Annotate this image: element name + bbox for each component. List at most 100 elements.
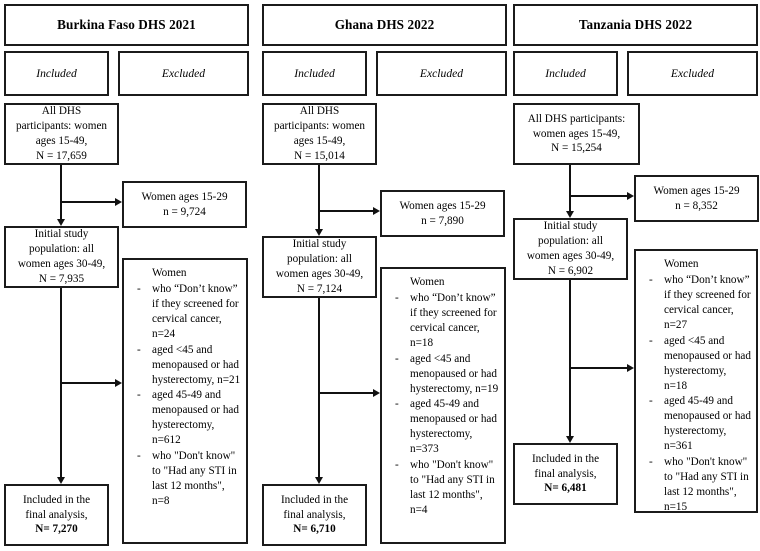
text-line: Initial study [292, 238, 347, 251]
arrow-down-to-final-ghana [314, 477, 323, 484]
arrow-right-to-young-ghana [373, 206, 380, 215]
arrow-right-to-young-burkina-faso [115, 197, 122, 206]
text-line: Included in the [531, 452, 600, 465]
text-line: Included in the [280, 493, 349, 506]
final-analysis-box-tanzania: Included in the final analysis, N= 6,481 [513, 443, 618, 505]
connector-vertical-top-ghana [318, 165, 320, 230]
all-participants-box-burkina-faso: All DHS participants: women ages 15-49, N =… [4, 103, 119, 165]
survey-title-box-ghana: Ghana DHS 2022 [262, 4, 507, 46]
excluded-label: Excluded [419, 66, 464, 80]
connector-vertical-bottom-burkina-faso [60, 288, 62, 478]
survey-title-text: Burkina Faso DHS 2021 [57, 17, 196, 33]
excluded-criteria-list: who “Don’t know” if they screened for ce… [388, 291, 499, 518]
included-label: Included [36, 66, 77, 80]
excluded-category-box-tanzania: Excluded [627, 51, 758, 96]
text-line: final analysis, [534, 467, 597, 480]
connector-horizontal-young-ghana [319, 210, 373, 212]
arrow-down-to-initial-burkina-faso [56, 219, 65, 226]
arrow-down-to-final-tanzania [565, 436, 574, 443]
excluded-criteria-item: who “Don’t know” if they screened for ce… [388, 291, 499, 351]
text-line: final analysis, [25, 508, 88, 521]
arrow-right-to-criteria-tanzania [627, 363, 634, 372]
final-analysis-n: N= 6,481 [544, 482, 587, 495]
arrow-down-to-initial-ghana [314, 229, 323, 236]
text-line: N = 17,659 [36, 149, 87, 162]
text-line: n = 9,724 [163, 205, 206, 218]
initial-population-box-burkina-faso: Initial study population: all women ages 3… [4, 226, 119, 288]
final-analysis-n: N= 6,710 [293, 523, 336, 536]
excluded-criteria-heading: Women [152, 267, 187, 279]
text-line: N = 7,935 [38, 272, 85, 285]
text-line: Women ages 15-29 [653, 184, 740, 197]
text-line: Women ages 15-29 [399, 199, 486, 212]
connector-vertical-bottom-tanzania [569, 280, 571, 437]
included-label: Included [294, 66, 335, 80]
included-category-box-burkina-faso: Included [4, 51, 109, 96]
excluded-criteria-item: who “Don’t know” if they screened for ce… [130, 282, 241, 342]
excluded-young-box-ghana: Women ages 15-29 n = 7,890 [380, 190, 505, 237]
text-line: Women ages 15-29 [141, 190, 228, 203]
final-analysis-n: N= 7,270 [35, 523, 78, 536]
text-line: ages 15-49, [35, 135, 88, 147]
text-line: final analysis, [283, 508, 346, 521]
arrow-down-to-initial-tanzania [565, 211, 574, 218]
text-line: N = 15,014 [294, 149, 345, 162]
final-analysis-content: Included in the final analysis, N= 6,710 [267, 493, 362, 537]
survey-title-box-tanzania: Tanzania DHS 2022 [513, 4, 758, 46]
connector-vertical-top-burkina-faso [60, 165, 62, 220]
excluded-category-box-burkina-faso: Excluded [118, 51, 249, 96]
all-participants-box-ghana: All DHS participants: women ages 15-49, N =… [262, 103, 377, 165]
final-analysis-box-ghana: Included in the final analysis, N= 6,710 [262, 484, 367, 546]
text-line: n = 7,890 [421, 214, 464, 227]
excluded-criteria-item: who “Don’t know” if they screened for ce… [642, 273, 751, 333]
final-analysis-content: Included in the final analysis, N= 7,270 [9, 493, 104, 537]
excluded-criteria-list: who “Don’t know” if they screened for ce… [642, 273, 751, 515]
excluded-criteria-item: aged 45-49 and menopaused or had hystere… [642, 394, 751, 454]
connector-vertical-bottom-ghana [318, 298, 320, 478]
excluded-criteria-box-tanzania: Women who “Don’t know” if they screened f… [634, 249, 758, 513]
text-line: Included in the [22, 493, 91, 506]
text-line: All DHS [41, 105, 82, 118]
survey-title-box-burkina-faso: Burkina Faso DHS 2021 [4, 4, 249, 46]
excluded-criteria-item: who "Don't know" to "Had any STI in last… [642, 455, 751, 515]
included-label: Included [545, 66, 586, 80]
excluded-criteria-item: aged <45 and menopaused or had hysterect… [388, 352, 499, 397]
text-line: participants: women [273, 120, 366, 133]
text-line: women ages 30-49, [275, 268, 364, 280]
text-line: ages 15-49, [293, 135, 346, 147]
excluded-label: Excluded [161, 66, 206, 80]
excluded-criteria-list: who “Don’t know” if they screened for ce… [130, 282, 241, 509]
arrow-right-to-criteria-ghana [373, 388, 380, 397]
connector-horizontal-young-burkina-faso [61, 201, 115, 203]
text-line: N = 15,254 [551, 142, 602, 155]
arrow-down-to-final-burkina-faso [56, 477, 65, 484]
excluded-criteria-item: who "Don't know" to "Had any STI in last… [130, 449, 241, 509]
text-line: All DHS [299, 105, 340, 118]
text-line: women ages 30-49, [17, 258, 106, 270]
connector-horizontal-young-tanzania [570, 195, 627, 197]
text-line: Initial study [543, 220, 598, 233]
text-line: All DHS participants: [527, 112, 626, 125]
excluded-criteria-heading: Women [664, 258, 699, 270]
excluded-category-box-ghana: Excluded [376, 51, 507, 96]
final-analysis-content: Included in the final analysis, N= 6,481 [518, 452, 613, 496]
excluded-criteria-item: aged 45-49 and menopaused or had hystere… [388, 397, 499, 457]
arrow-right-to-young-tanzania [627, 191, 634, 200]
text-line: participants: women [15, 120, 108, 133]
connector-horizontal-criteria-ghana [319, 392, 373, 394]
excluded-criteria-item: aged <45 and menopaused or had hysterect… [130, 343, 241, 388]
excluded-criteria-item: who "Don't know" to "Had any STI in last… [388, 458, 499, 518]
text-line: N = 7,124 [296, 282, 343, 295]
survey-title-text: Tanzania DHS 2022 [578, 17, 693, 33]
excluded-label: Excluded [670, 66, 715, 80]
arrow-right-to-criteria-burkina-faso [115, 378, 122, 387]
text-line: population: all [538, 235, 603, 248]
text-line: Initial study [34, 228, 89, 241]
all-participants-box-tanzania: All DHS participants: women ages 15-49, N … [513, 103, 640, 165]
text-line: women ages 15-49, [532, 127, 621, 140]
text-line: population: all [29, 243, 94, 256]
